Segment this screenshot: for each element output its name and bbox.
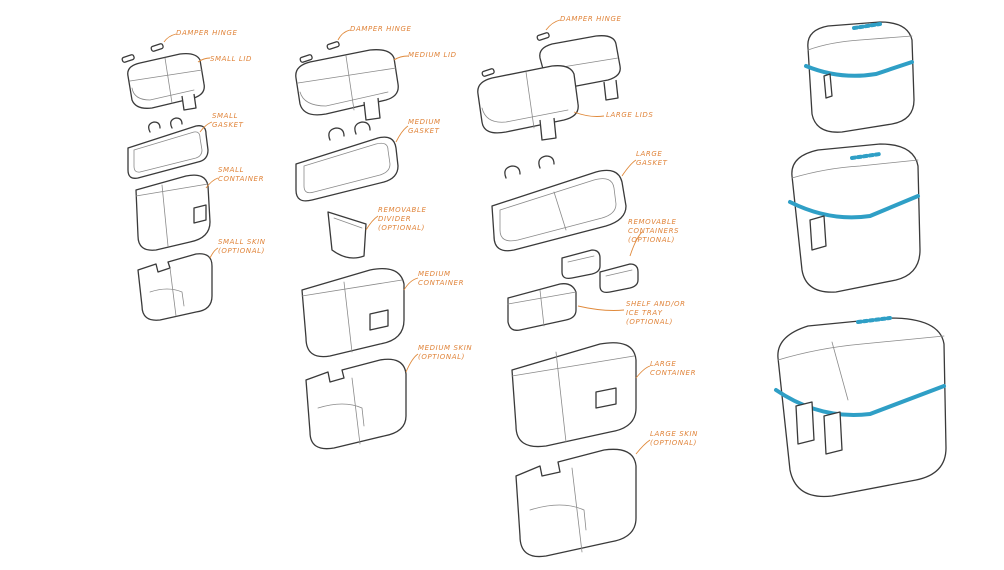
- large-damper-hinge: [481, 32, 550, 77]
- medium-column: [295, 41, 407, 450]
- large-removable-containers: [561, 249, 639, 294]
- small-damper-hinge: [121, 43, 164, 63]
- small-hinge-label: Damper Hinge: [176, 29, 238, 37]
- medium-container-label: Medium Container: [418, 270, 465, 287]
- annotation-leaders: [163, 19, 651, 455]
- medium-gasket: [295, 121, 399, 202]
- medium-assembled: [788, 143, 921, 293]
- large-tray-label: Shelf and/or Ice Tray (Optional): [626, 300, 686, 326]
- medium-lid: [295, 49, 399, 121]
- large-lids: [477, 35, 621, 141]
- large-containers-label: Removable Containers (Optional): [628, 218, 680, 244]
- small-assembled: [804, 21, 915, 133]
- large-hinge-label: Damper Hinge: [560, 15, 622, 23]
- large-skin: [515, 448, 637, 558]
- medium-divider-label: Removable Divider (Optional): [378, 206, 427, 232]
- small-lid: [127, 52, 205, 111]
- large-column: [477, 32, 639, 558]
- large-skin-label: Large Skin (Optional): [650, 430, 698, 447]
- large-lids-label: Large Lids: [606, 111, 654, 119]
- medium-hinge-label: Damper Hinge: [350, 25, 412, 33]
- large-gasket-label: Large Gasket: [636, 150, 668, 167]
- medium-damper-hinge: [299, 41, 340, 63]
- large-container: [511, 342, 637, 448]
- medium-skin: [305, 358, 407, 450]
- large-assembled: [774, 316, 947, 498]
- large-container-label: Large Container: [650, 360, 697, 377]
- medium-container: [301, 267, 405, 358]
- large-shelf-ice-tray: [507, 283, 577, 331]
- medium-divider: [327, 211, 367, 259]
- small-gasket: [127, 117, 209, 179]
- medium-skin-label: Medium Skin (Optional): [418, 344, 473, 361]
- small-lid-label: Small Lid: [210, 55, 253, 63]
- small-column: [121, 43, 213, 321]
- large-gasket: [491, 155, 627, 252]
- small-gasket-label: Small Gasket: [212, 112, 244, 129]
- small-container-label: Small Container: [218, 166, 265, 183]
- medium-gasket-label: Medium Gasket: [408, 118, 441, 135]
- small-container: [135, 174, 211, 251]
- small-skin: [137, 253, 213, 321]
- small-skin-label: Small Skin (Optional): [218, 238, 266, 255]
- medium-lid-label: Medium Lid: [408, 51, 457, 59]
